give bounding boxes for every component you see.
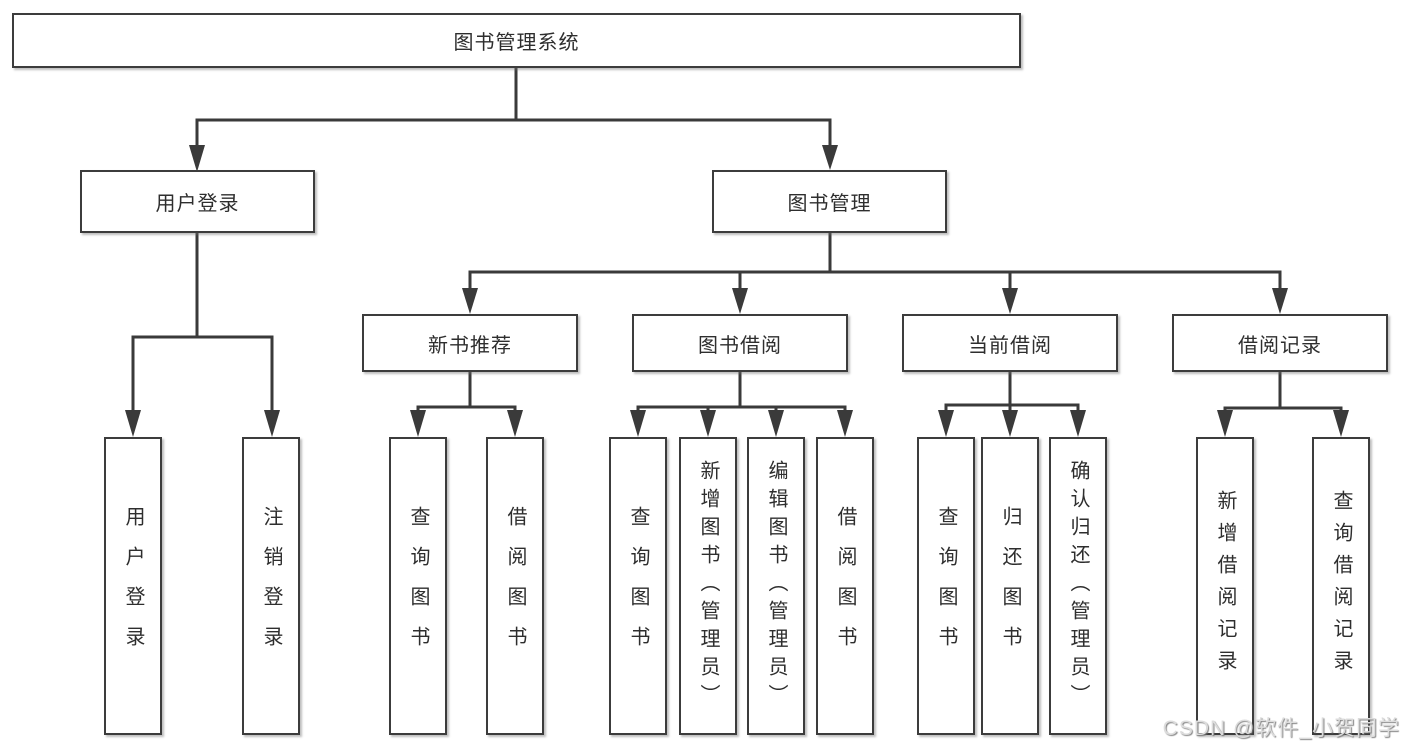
watermark: CSDN @软件_小贺同学 <box>1162 717 1400 740</box>
leaf-current-return-books-label: 归还图书 <box>999 506 1021 666</box>
leaf-current-query-books-label: 查询图书 <box>935 506 957 666</box>
leaf-records-add-record: 新增借阅记录 <box>1196 437 1254 735</box>
node-borrow-records: 借阅记录 <box>1172 314 1388 372</box>
leaf-records-query-record-label: 查询借阅记录 <box>1330 490 1352 682</box>
leaf-current-confirm-return-admin: 确认归还（管理员） <box>1049 437 1107 735</box>
node-current-borrow-label: 当前借阅 <box>968 334 1052 357</box>
leaf-borrow-edit-books-admin: 编辑图书（管理员） <box>747 437 805 735</box>
leaf-current-query-books: 查询图书 <box>917 437 975 735</box>
node-book-borrow-label: 图书借阅 <box>698 334 782 357</box>
node-book-management: 图书管理 <box>712 170 947 233</box>
node-book-borrow: 图书借阅 <box>632 314 848 372</box>
leaf-current-return-books: 归还图书 <box>981 437 1039 735</box>
leaf-user-login-label: 用户登录 <box>122 506 144 666</box>
leaf-borrow-add-books-admin: 新增图书（管理员） <box>679 437 737 735</box>
node-new-book-recommend-label: 新书推荐 <box>428 334 512 357</box>
node-user-login-label: 用户登录 <box>155 193 240 215</box>
leaf-records-add-record-label: 新增借阅记录 <box>1214 490 1236 682</box>
node-new-book-recommend: 新书推荐 <box>362 314 578 372</box>
node-current-borrow: 当前借阅 <box>902 314 1118 372</box>
node-root: 图书管理系统 <box>12 13 1021 68</box>
node-root-label: 图书管理系统 <box>453 32 580 54</box>
leaf-logout: 注销登录 <box>242 437 300 735</box>
leaf-borrow-edit-books-admin-label: 编辑图书（管理员） <box>765 460 787 712</box>
leaf-user-login: 用户登录 <box>104 437 162 735</box>
leaf-recommend-query-books: 查询图书 <box>389 437 447 735</box>
leaf-recommend-query-books-label: 查询图书 <box>407 506 429 666</box>
leaf-borrow-add-books-admin-label: 新增图书（管理员） <box>697 460 719 712</box>
leaf-records-query-record: 查询借阅记录 <box>1312 437 1370 735</box>
leaf-current-confirm-return-admin-label: 确认归还（管理员） <box>1067 460 1089 712</box>
leaf-logout-label: 注销登录 <box>260 506 282 666</box>
leaf-borrow-borrow-books: 借阅图书 <box>816 437 874 735</box>
node-user-login: 用户登录 <box>80 170 315 233</box>
leaf-recommend-borrow-books: 借阅图书 <box>486 437 544 735</box>
leaf-borrow-query-books: 查询图书 <box>609 437 667 735</box>
leaf-recommend-borrow-books-label: 借阅图书 <box>504 506 526 666</box>
leaf-borrow-query-books-label: 查询图书 <box>627 506 649 666</box>
leaf-borrow-borrow-books-label: 借阅图书 <box>834 506 856 666</box>
node-book-management-label: 图书管理 <box>787 193 872 215</box>
node-borrow-records-label: 借阅记录 <box>1238 334 1322 357</box>
